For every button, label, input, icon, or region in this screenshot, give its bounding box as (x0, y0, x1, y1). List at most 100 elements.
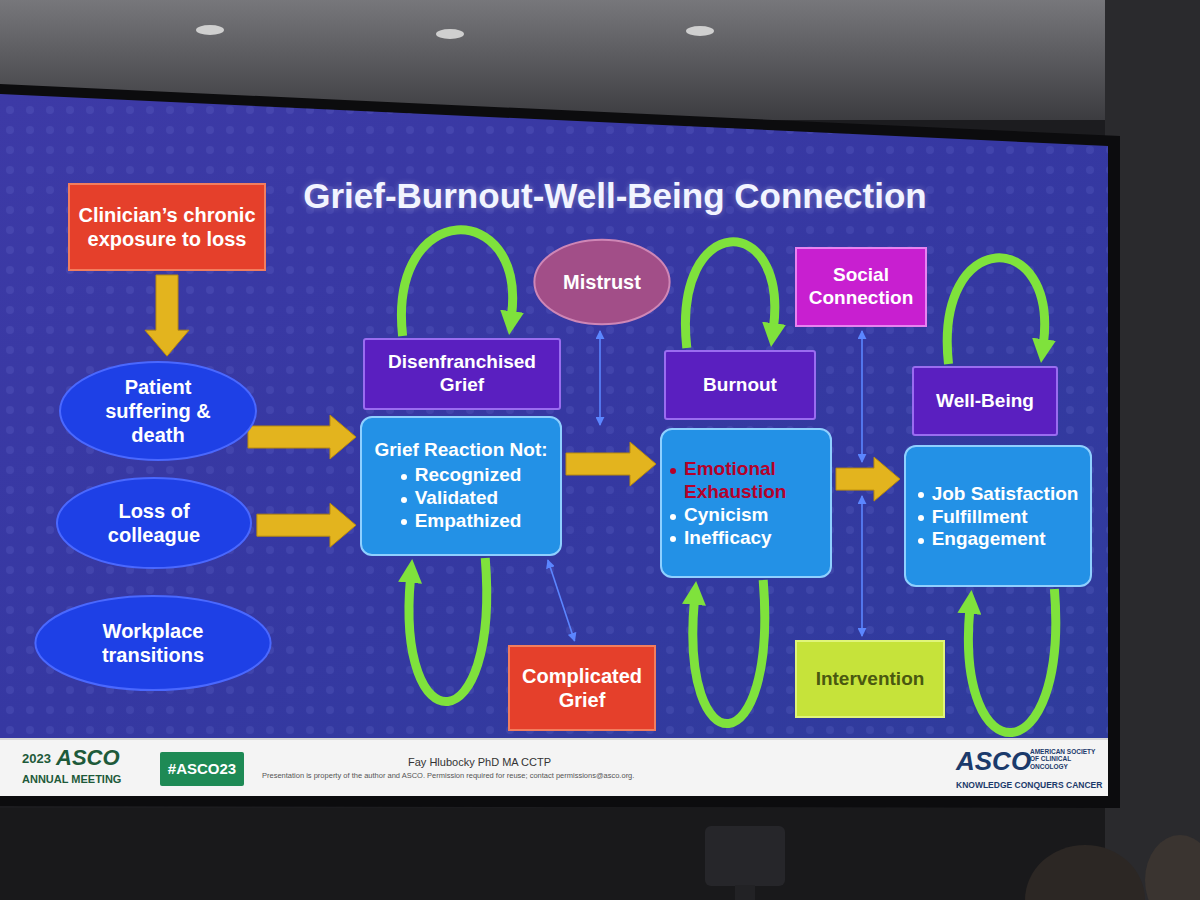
factor-ellipse: Mistrust (533, 238, 671, 326)
source-box: Clinician’s chronic exposure to loss (68, 183, 266, 271)
footer-label: Fay Hlubocky PhD MA CCTP (408, 756, 551, 769)
bullet-item: Engagement (918, 528, 1079, 551)
node-content: Social Connection (803, 264, 919, 310)
node-label: Burnout (674, 374, 806, 397)
node-content: #ASCO23 (164, 760, 240, 778)
bullet-item: Validated (401, 487, 522, 510)
stage-box: Emotional ExhaustionCynicismInefficacy (660, 428, 832, 578)
bullet-dot (670, 536, 676, 542)
cause-ellipse: Loss of colleague (55, 476, 253, 570)
footer-label: KNOWLEDGE CONQUERS CANCER (956, 781, 1102, 791)
node-label: Patient suffering & death (84, 375, 232, 447)
factor-box: Social Connection (795, 247, 927, 327)
audience-floor (0, 808, 1105, 900)
bullet-item: Cynicism (670, 504, 822, 527)
relation-arrow (861, 496, 863, 636)
cycle-arrow (947, 258, 1044, 364)
cause-ellipse: Workplace transitions (33, 594, 273, 692)
bullet-text: Job Satisfaction (932, 483, 1079, 506)
footer-label: ANNUAL MEETING (22, 773, 121, 786)
relation-arrow (861, 331, 863, 462)
node-label: Mistrust (551, 270, 653, 294)
node-content: Grief Reaction Not:RecognizedValidatedEm… (370, 439, 552, 532)
node-content: Intervention (803, 668, 937, 691)
node-label: Well-Being (922, 390, 1048, 413)
cycle-arrow (693, 580, 765, 724)
stage-header: Burnout (664, 350, 816, 420)
footer-label: ASCO (956, 747, 1031, 777)
bullet-dot (401, 474, 407, 480)
slide-dots (0, 94, 1108, 738)
footer-label: ASCO (56, 745, 120, 770)
ellipse-outline (33, 594, 273, 692)
footer-label: AMERICAN SOCIETY OF CLINICAL ONCOLOGY (1030, 748, 1104, 770)
cycle-arrow (409, 558, 487, 702)
node-label: Disenfranchised Grief (373, 351, 551, 397)
node-content: Burnout (674, 374, 806, 397)
node-content: Well-Being (922, 390, 1048, 413)
bullet-item: Recognized (401, 464, 522, 487)
bullet-dot (670, 514, 676, 520)
node-content: Complicated Grief (518, 664, 646, 712)
bullet-text: Inefficacy (684, 527, 772, 550)
node-label: #ASCO23 (164, 760, 240, 778)
bullet-text: Validated (415, 487, 498, 510)
flow-arrow (257, 503, 356, 547)
relation-arrow (599, 331, 601, 425)
ellipse-outline (55, 476, 253, 570)
hashtag-badge: #ASCO23 (160, 752, 244, 786)
bullet-text: Empathized (415, 510, 522, 533)
cycle-arrow (685, 242, 774, 348)
stage-box: Grief Reaction Not:RecognizedValidatedEm… (360, 416, 562, 556)
bullet-dot (918, 492, 924, 498)
bullet-dot (401, 519, 407, 525)
node-label: Workplace transitions (64, 619, 242, 667)
projector (705, 826, 785, 886)
relation-arrow (548, 560, 575, 641)
bullet-dot (670, 468, 676, 474)
factor-box: Complicated Grief (508, 645, 656, 731)
node-label: Intervention (803, 668, 937, 691)
ellipse-shape (57, 478, 251, 568)
ellipse-shape (534, 240, 669, 324)
bullet-item: Empathized (401, 510, 522, 533)
bullet-dot (918, 538, 924, 544)
bullet-list: Emotional ExhaustionCynicismInefficacy (670, 458, 822, 549)
ceiling-light (196, 25, 224, 35)
node-label: Social Connection (803, 264, 919, 310)
factor-box: Intervention (795, 640, 945, 718)
node-content: Mistrust (551, 270, 653, 294)
bullet-list: Job SatisfactionFulfillmentEngagement (918, 483, 1079, 551)
node-content: Loss of colleague (81, 499, 228, 547)
slide-title: Grief-Burnout-Well-Being Connection (230, 176, 1000, 216)
bullet-text: Cynicism (684, 504, 768, 527)
bullet-dot (401, 497, 407, 503)
ceiling-light (436, 29, 464, 39)
stage-box: Job SatisfactionFulfillmentEngagement (904, 445, 1092, 587)
bullet-text: Recognized (415, 464, 522, 487)
node-label: Grief Reaction Not: (370, 439, 552, 462)
footer-label: 2023 (22, 752, 51, 767)
node-label: Complicated Grief (518, 664, 646, 712)
slide-ground (0, 94, 1108, 738)
flow-arrow (566, 442, 656, 486)
node-content: Disenfranchised Grief (373, 351, 551, 397)
node-content: Patient suffering & death (84, 375, 232, 447)
cycle-arrow (401, 230, 512, 336)
bullet-text: Engagement (932, 528, 1046, 551)
projector-stand (735, 885, 755, 900)
cause-ellipse: Patient suffering & death (58, 360, 258, 462)
node-content: Clinician’s chronic exposure to loss (78, 203, 256, 251)
bullet-item: Job Satisfaction (918, 483, 1079, 506)
ceiling-light (686, 26, 714, 36)
audience-head (1145, 835, 1200, 900)
bullet-item: Inefficacy (670, 527, 822, 550)
footer-label: Presentation is property of the author a… (262, 772, 702, 781)
ellipse-shape (35, 596, 270, 690)
bullet-list: RecognizedValidatedEmpathized (401, 464, 522, 532)
cycle-arrow (968, 589, 1055, 733)
ellipse-shape (60, 362, 256, 460)
node-label: Loss of colleague (81, 499, 228, 547)
